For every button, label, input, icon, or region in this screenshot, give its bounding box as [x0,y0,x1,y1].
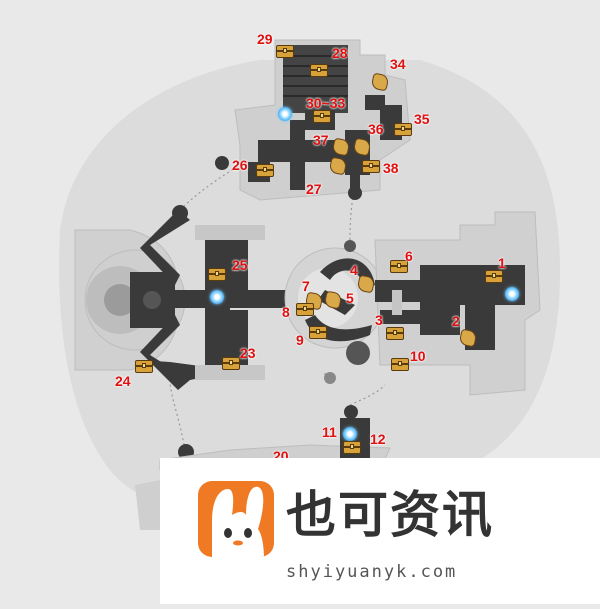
chest-icon[interactable] [390,260,408,273]
marker-label-36: 36 [368,121,384,137]
teleport-waypoint-icon[interactable] [343,427,357,441]
marker-label-10: 10 [410,348,426,364]
chest-icon[interactable] [391,358,409,371]
chest-icon[interactable] [222,357,240,370]
teleport-waypoint-icon[interactable] [505,287,519,301]
chest-icon[interactable] [343,441,361,454]
marker-label-12: 12 [370,431,386,447]
marker-label-25: 25 [232,257,248,273]
chest-icon[interactable] [208,268,226,281]
marker-label-6: 6 [405,248,413,264]
marker-label-11: 11 [322,424,337,440]
marker-label-26: 26 [232,157,248,173]
marker-label-1: 1 [498,255,506,271]
watermark-domain-text: shyiyuanyk.com [286,562,458,582]
marker-label-2: 2 [452,313,460,329]
marker-label-35: 35 [414,111,430,127]
chest-icon[interactable] [394,123,412,136]
marker-label-27: 27 [306,181,322,197]
marker-label-3: 3 [375,312,383,328]
marker-label-4: 4 [350,262,358,278]
marker-label-38: 38 [383,160,399,176]
chest-icon[interactable] [309,326,327,339]
teleport-waypoint-icon[interactable] [278,107,292,121]
marker-label-28: 28 [332,45,348,61]
marker-label-7: 7 [302,278,310,294]
chest-icon[interactable] [313,110,331,123]
marker-label-23: 23 [240,345,256,361]
marker-label-9: 9 [296,332,304,348]
marker-label-5: 5 [346,290,354,306]
rabbit-logo-icon [198,481,274,557]
chest-icon[interactable] [135,360,153,373]
marker-label-37: 37 [313,132,329,148]
chest-icon[interactable] [362,160,380,173]
chest-icon[interactable] [276,45,294,58]
marker-label-34: 34 [390,56,406,72]
chest-icon[interactable] [386,327,404,340]
watermark-brand-text: 也可资讯 [286,486,494,544]
marker-label-30-33: 30~33 [306,95,346,111]
chest-icon[interactable] [310,64,328,77]
marker-label-8: 8 [282,304,290,320]
chest-icon[interactable] [256,164,274,177]
marker-label-24: 24 [115,373,131,389]
west-wheel [74,229,186,371]
chest-icon[interactable] [296,303,314,316]
marker-label-29: 29 [257,31,273,47]
teleport-waypoint-icon[interactable] [210,290,224,304]
chest-icon[interactable] [485,270,503,283]
